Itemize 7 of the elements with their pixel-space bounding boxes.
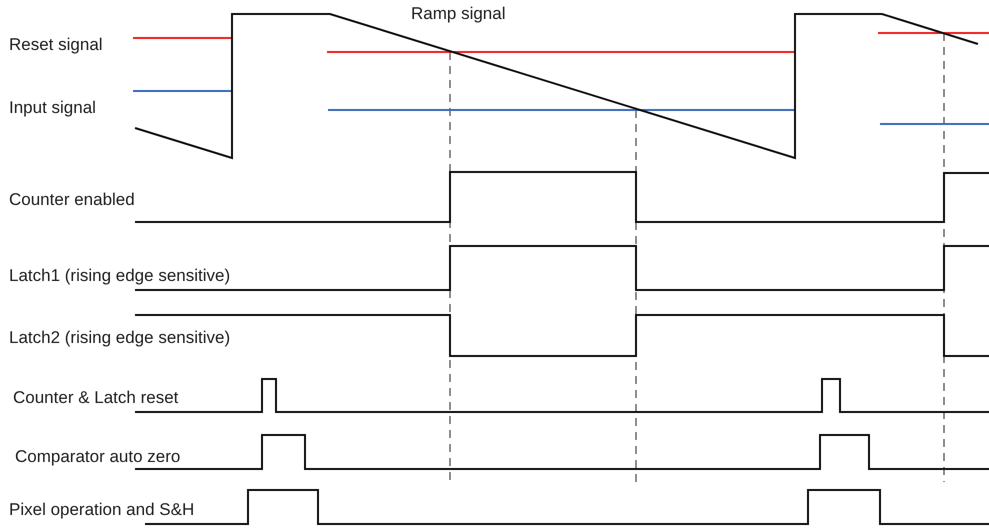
- signal-label: Latch2 (rising edge sensitive): [8, 328, 232, 348]
- signal-label: Comparator auto zero: [14, 447, 182, 467]
- waveform-name: Ramp signal: [410, 4, 506, 24]
- signal-label: Input signal: [8, 98, 97, 118]
- signal-label: Latch1 (rising edge sensitive): [8, 266, 232, 286]
- signal-label: Reset signal: [8, 35, 104, 55]
- signal-label: Pixel operation and S&H: [8, 500, 196, 520]
